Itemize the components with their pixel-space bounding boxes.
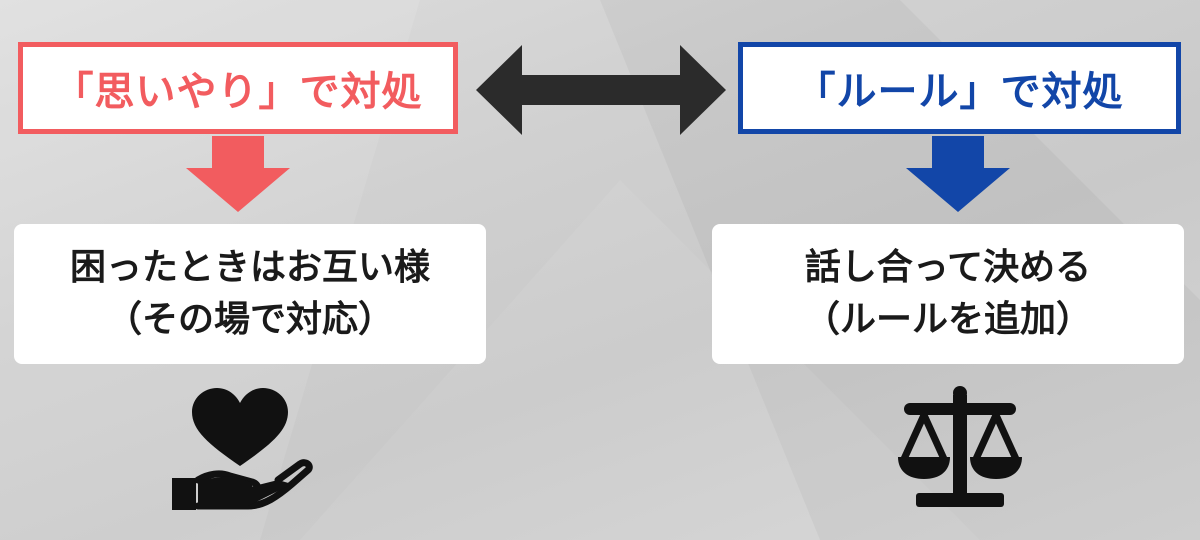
left-approach-title-text: 「思いやり」で対処 [53,69,423,115]
right-approach-title: 「ルール」で対処 [738,42,1181,134]
left-result-card: 困ったときはお互い様 （その場で対応） [14,224,486,364]
down-arrow-right-icon [906,136,1010,212]
double-arrow-icon [476,45,726,135]
left-result-line2: （その場で対応） [105,299,394,340]
right-result-line1: 話し合って決める [804,247,1092,288]
right-result-line2: （ルールを追加） [803,299,1092,340]
right-result-card: 話し合って決める （ルールを追加） [712,224,1184,364]
left-result-line1: 困ったときはお互い様 [69,247,430,288]
right-approach-title-text: 「ルール」で対処 [795,69,1124,115]
down-arrow-left-icon [186,136,290,212]
scales-icon [898,386,1022,507]
left-approach-title: 「思いやり」で対処 [18,42,458,134]
heart-in-hand-icon [172,388,313,510]
